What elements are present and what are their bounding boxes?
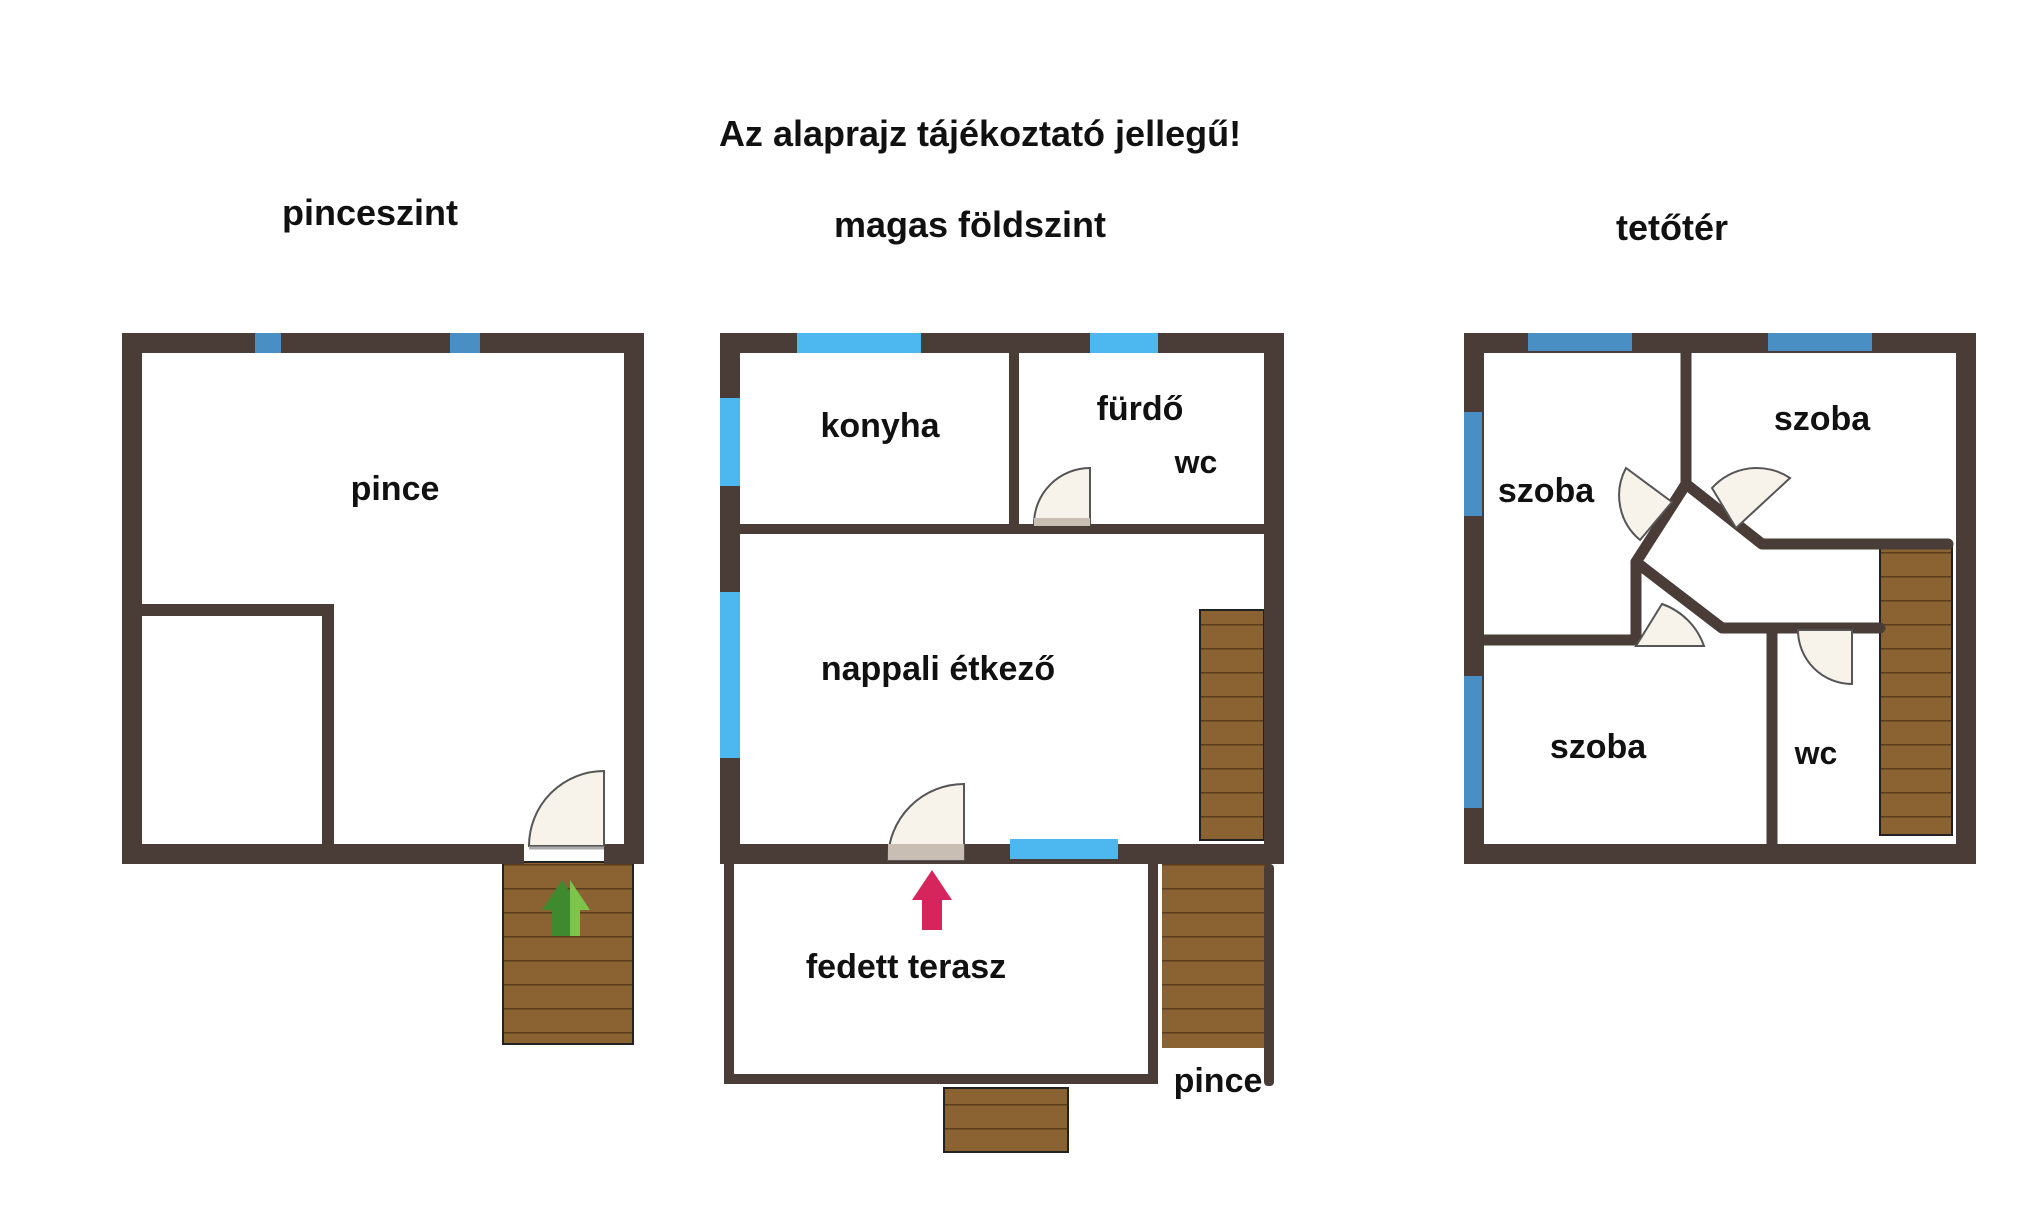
stairs xyxy=(943,1087,1069,1153)
wall-bottom-right xyxy=(604,844,644,864)
door-swing-icon xyxy=(1710,466,1792,530)
interior-walls xyxy=(1630,478,1886,634)
room-label-furdo: fürdő xyxy=(1097,390,1184,428)
up-arrow-icon xyxy=(542,880,590,936)
wall-bottom xyxy=(720,844,1284,864)
window-icon xyxy=(1010,839,1118,859)
terrace-wall-bottom xyxy=(724,1074,1157,1084)
wall-bottom xyxy=(1464,844,1976,864)
attic-floor-title: tetőtér xyxy=(1616,207,1728,248)
room-label-wc: wc xyxy=(1174,444,1218,480)
up-arrow-icon xyxy=(912,870,952,930)
terrace-wall-right xyxy=(1148,864,1158,1084)
wall-left xyxy=(122,333,142,864)
window-icon xyxy=(1464,676,1482,808)
wall-right xyxy=(1956,333,1976,864)
wall-right xyxy=(624,333,644,864)
door-swing-icon xyxy=(1618,466,1674,542)
room-label-nappali: nappali étkező xyxy=(821,650,1055,688)
door-swing-icon xyxy=(1634,602,1706,647)
stairs xyxy=(1162,862,1270,1048)
window-icon xyxy=(1528,333,1632,351)
room-label-pince: pince xyxy=(351,470,440,508)
basement-floor-title: pinceszint xyxy=(282,192,458,233)
disclaimer-title: Az alaprajz tájékoztató jellegű! xyxy=(719,113,1241,154)
wall-right xyxy=(1264,333,1284,864)
window-icon xyxy=(797,333,921,353)
wall-bottom-left xyxy=(122,844,524,864)
room-label-terasz: fedett terasz xyxy=(806,948,1006,986)
ground-floor-title: magas földszint xyxy=(834,204,1106,245)
window-icon xyxy=(1768,333,1872,351)
wall-top xyxy=(122,333,644,353)
terrace-wall-left xyxy=(724,864,734,1084)
attic-plan: szoba szoba szoba wc xyxy=(1464,333,1976,864)
stairs xyxy=(1879,544,1953,836)
stairs xyxy=(1199,609,1265,841)
interior-walls xyxy=(1680,347,1954,550)
door-swing-icon xyxy=(1796,629,1853,686)
window-icon xyxy=(720,592,740,758)
room-label-szoba: szoba xyxy=(1550,728,1647,766)
room-label-pince: pince xyxy=(1174,1062,1263,1100)
interior-walls xyxy=(1478,556,1642,646)
wall-divider-h xyxy=(740,524,1264,534)
window-icon xyxy=(1090,333,1158,353)
window-icon xyxy=(720,398,740,486)
wall-partition-h xyxy=(142,604,334,616)
cellar-wall xyxy=(1264,864,1274,1086)
room-label-konyha: konyha xyxy=(820,407,940,445)
window-icon xyxy=(1464,412,1482,516)
door-swing-icon xyxy=(1032,466,1091,526)
wall-divider-v xyxy=(1009,353,1019,524)
room-label-szoba: szoba xyxy=(1498,472,1595,510)
door-swing-icon xyxy=(527,769,605,850)
basement-plan: pince xyxy=(122,333,644,1045)
window-icon xyxy=(255,333,281,353)
room-label-wc: wc xyxy=(1794,735,1838,771)
ground-floor-plan: konyha fürdő wc nappali étkező fedett te… xyxy=(720,333,1284,1153)
window-icon xyxy=(450,333,480,353)
door-swing-icon xyxy=(886,782,965,861)
wall-partition-v xyxy=(322,604,334,844)
room-label-szoba: szoba xyxy=(1774,400,1871,438)
